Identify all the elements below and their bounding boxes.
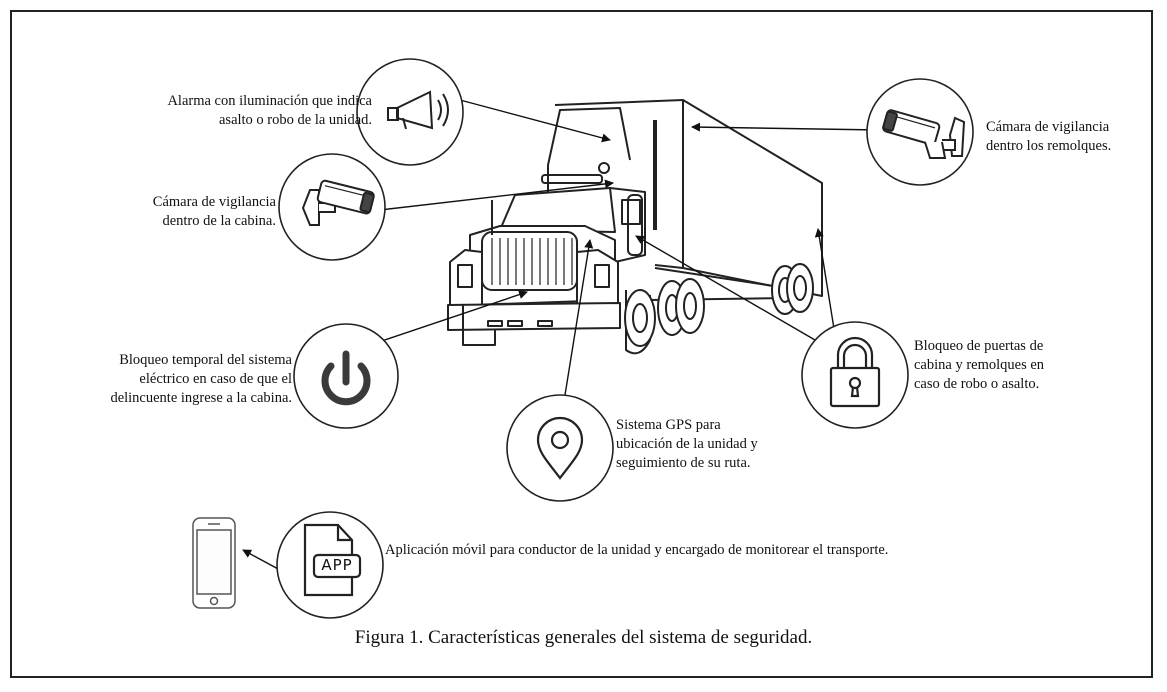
label-trailer-camera: Cámara de vigilancia dentro los remolque… bbox=[986, 118, 1146, 156]
label-lock-line: cabina y remolques en bbox=[914, 357, 1045, 373]
figure-frame bbox=[10, 10, 1153, 678]
label-trailer-camera-line: Cámara de vigilancia bbox=[986, 119, 1110, 135]
label-power: Bloqueo temporal del sistema eléctrico e… bbox=[40, 351, 292, 408]
label-lock: Bloqueo de puertas de cabina y remolques… bbox=[914, 337, 1094, 394]
label-gps-line: Sistema GPS para bbox=[616, 417, 721, 433]
alarm-siren-icon bbox=[387, 90, 449, 130]
label-lock-line: Bloqueo de puertas de bbox=[914, 338, 1044, 354]
app-file-icon bbox=[303, 523, 362, 597]
label-gps-line: ubicación de la unidad y bbox=[616, 436, 758, 452]
padlock-icon bbox=[829, 336, 881, 408]
gps-pin-icon bbox=[536, 416, 584, 480]
label-power-line: Bloqueo temporal del sistema bbox=[119, 352, 292, 368]
label-app: Aplicación móvil para conductor de la un… bbox=[385, 542, 889, 558]
label-cab-camera-line: dentro de la cabina. bbox=[162, 213, 276, 229]
label-power-line: eléctrico en caso de que el bbox=[139, 371, 292, 387]
label-alarm: Alarma con iluminación que indica asalto… bbox=[118, 92, 372, 130]
label-gps: Sistema GPS para ubicación de la unidad … bbox=[616, 416, 816, 473]
figure-caption: Figura 1. Características generales del … bbox=[354, 627, 813, 648]
cab-camera-icon bbox=[301, 179, 375, 226]
callout-arrows bbox=[242, 99, 881, 571]
app-icon-text: APP bbox=[321, 556, 353, 574]
label-cab-camera-line: Cámara de vigilancia bbox=[152, 194, 276, 210]
label-cab-camera: Cámara de vigilancia dentro de la cabina… bbox=[110, 193, 276, 231]
truck-illustration bbox=[447, 99, 823, 355]
label-gps-line: seguimiento de su ruta. bbox=[616, 455, 751, 471]
power-icon bbox=[321, 350, 371, 406]
smartphone-icon bbox=[192, 517, 236, 609]
label-lock-line: caso de robo o asalto. bbox=[914, 376, 1040, 392]
trailer-camera-icon bbox=[882, 109, 966, 159]
label-alarm-line: asalto o robo de la unidad. bbox=[218, 112, 372, 128]
label-power-line: delincuente ingrese a la cabina. bbox=[110, 390, 292, 406]
label-trailer-camera-line: dentro los remolques. bbox=[986, 138, 1112, 154]
label-alarm-line: Alarma con iluminación que indica bbox=[167, 93, 372, 109]
